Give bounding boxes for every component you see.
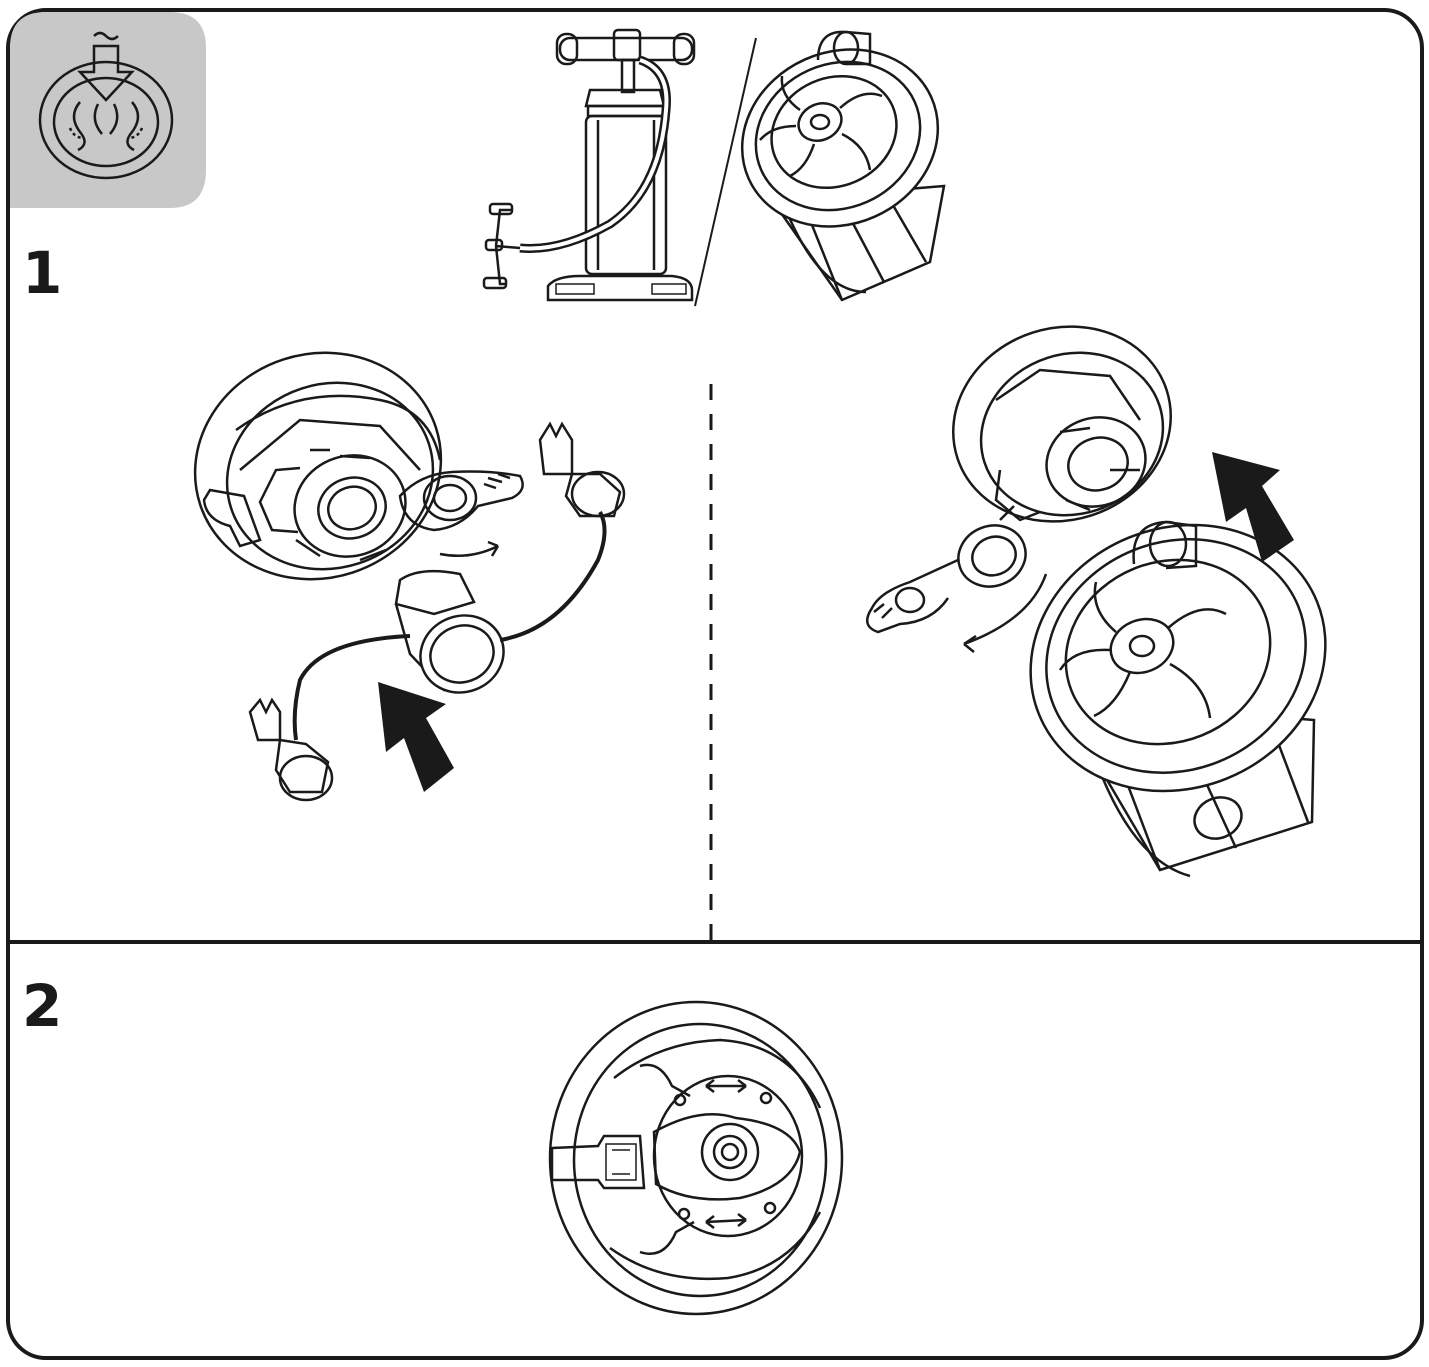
- electric-pump-icon: [714, 19, 967, 300]
- inflate-valve-icon: [40, 33, 172, 178]
- step-1-number: 1: [22, 239, 63, 307]
- valve-open-left: [165, 321, 624, 800]
- valve-closed: [550, 1002, 842, 1314]
- pump-divider: [695, 38, 756, 306]
- insert-arrow-left: [378, 682, 454, 792]
- outer-frame: [8, 10, 1422, 1358]
- badge-panel: [10, 12, 206, 208]
- insert-arrow-right: [1212, 452, 1294, 562]
- valve-open-right: [867, 299, 1366, 876]
- step-2-number: 2: [22, 972, 63, 1040]
- hand-pump-icon: [484, 30, 694, 300]
